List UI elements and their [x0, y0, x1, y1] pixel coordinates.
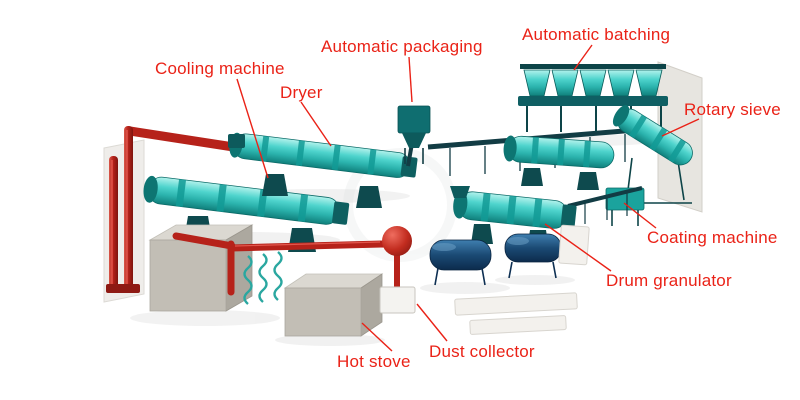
label-rotary-sieve: Rotary sieve	[684, 100, 781, 119]
label-dryer: Dryer	[280, 83, 323, 102]
label-cooling-machine: Cooling machine	[155, 59, 285, 78]
coating-machine-drum	[503, 135, 615, 190]
label-drum-granulator: Drum granulator	[606, 271, 732, 290]
hot-air-pipes	[172, 232, 388, 296]
label-automatic-batching: Automatic batching	[522, 25, 671, 44]
label-automatic-packaging: Automatic packaging	[321, 37, 483, 56]
heat-coils	[243, 251, 283, 305]
label-hot-stove: Hot stove	[337, 352, 411, 371]
leader-lines	[236, 44, 700, 352]
label-coating-machine: Coating machine	[647, 228, 778, 247]
rotary-sieve	[612, 105, 693, 207]
low-walls	[454, 224, 590, 335]
automatic-batching-machine	[518, 64, 668, 132]
storage-tanks	[429, 233, 562, 286]
label-dust-collector: Dust collector	[429, 342, 535, 361]
red-pipe-tower	[106, 126, 245, 293]
dryer-drum	[228, 132, 418, 208]
automatic-packaging-machine	[397, 105, 431, 164]
dust-collector-unit	[379, 226, 416, 314]
